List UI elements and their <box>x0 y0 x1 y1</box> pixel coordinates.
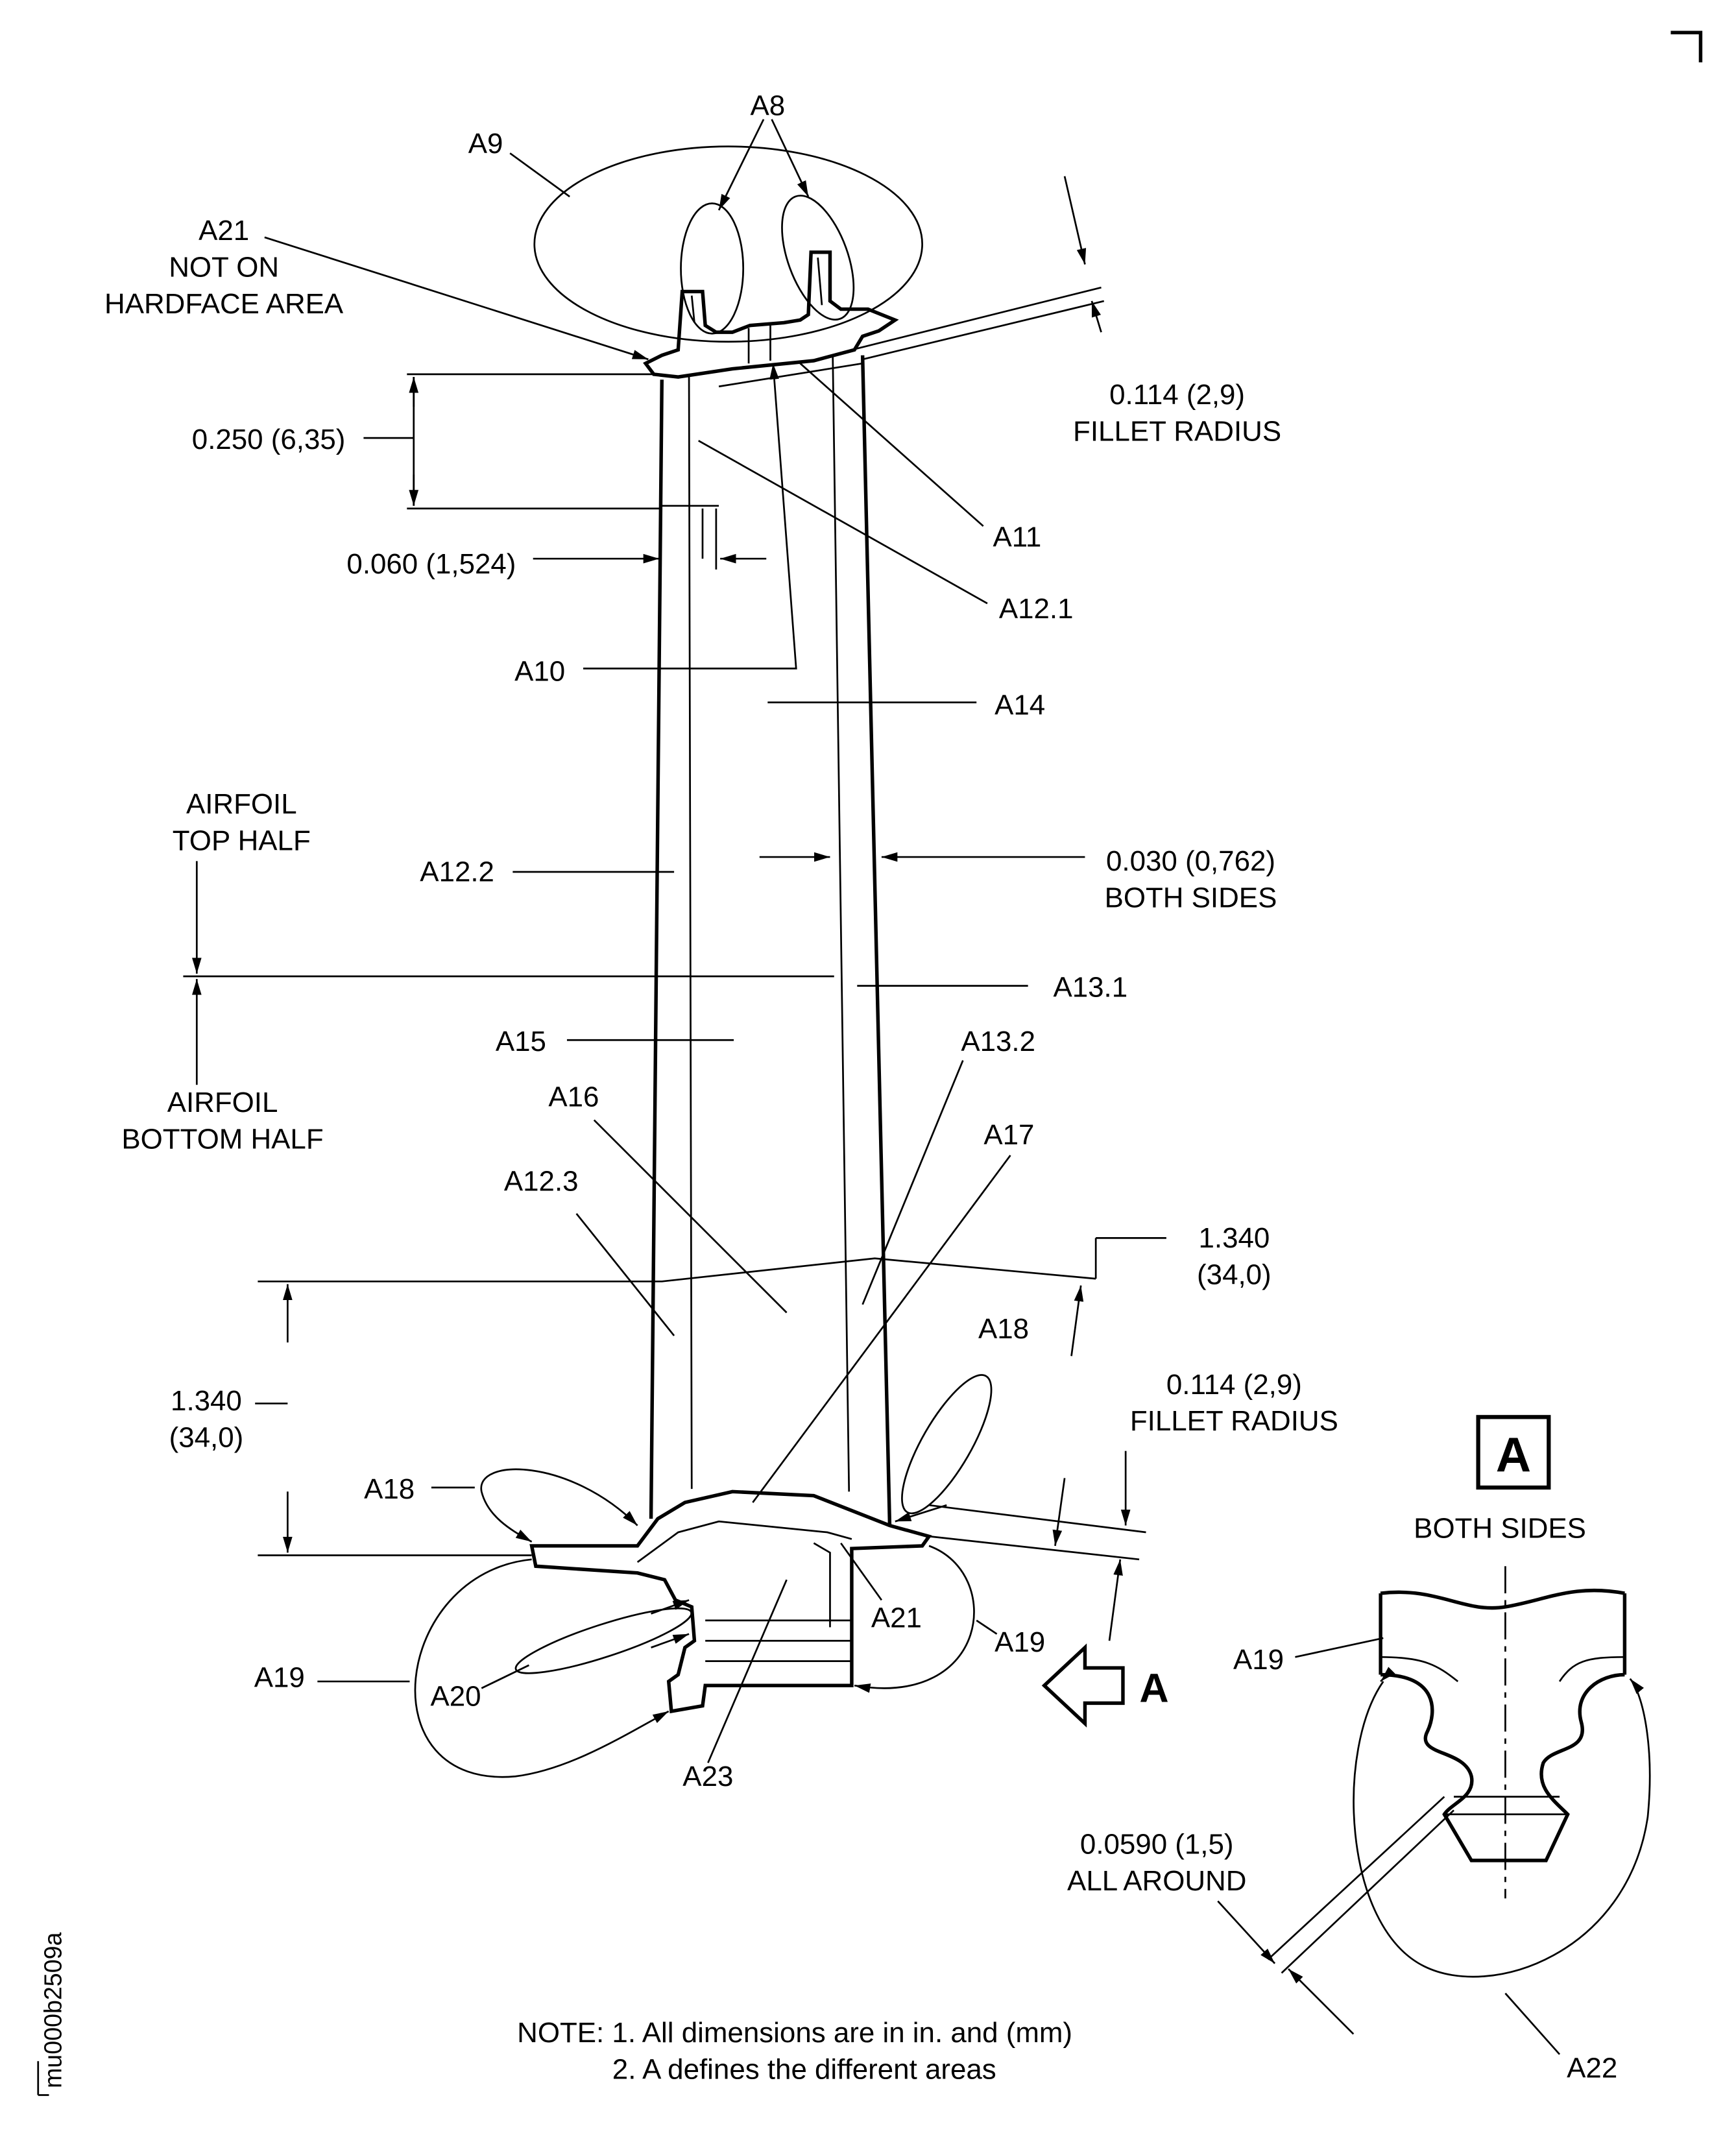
label-a13-2: A13.2 <box>961 1026 1035 1057</box>
label-a18-right: A18 <box>978 1313 1029 1345</box>
dim-1340-right: 1.340 <box>1198 1222 1270 1254</box>
figure-id: mu000b2509a <box>39 1932 66 2088</box>
label-a21-top-2: NOT ON <box>169 251 279 283</box>
dim-0030: 0.030 (0,762) <box>1106 845 1275 877</box>
label-a12-1: A12.1 <box>999 593 1074 625</box>
label-a19-left: A19 <box>254 1661 305 1693</box>
label-a12-2: A12.2 <box>420 856 494 888</box>
dim-0060: 0.060 (1,524) <box>346 548 516 580</box>
note-2: 2. A defines the different areas <box>612 2053 996 2085</box>
labels: A8 A9 A21 NOT ON HARDFACE AREA 0.114 (2,… <box>37 90 1617 2096</box>
label-a21-bottom: A21 <box>871 1602 922 1633</box>
dim-1340-right-2: (34,0) <box>1197 1259 1272 1290</box>
blade-outline <box>529 250 932 1714</box>
label-a16: A16 <box>548 1081 599 1113</box>
label-a22: A22 <box>1567 2052 1617 2084</box>
label-a14: A14 <box>995 690 1045 721</box>
view-a-box-label: A <box>1496 1427 1531 1482</box>
dim-0114-top-2: FILLET RADIUS <box>1073 415 1281 447</box>
dim-0590: 0.0590 (1,5) <box>1080 1828 1234 1860</box>
label-a17: A17 <box>983 1119 1034 1151</box>
label-a18-left: A18 <box>364 1473 415 1505</box>
label-a19-view: A19 <box>1233 1644 1284 1676</box>
view-a-arrow <box>1041 1643 1125 1728</box>
dim-0114-bottom: 0.114 (2,9) <box>1166 1369 1302 1401</box>
label-a19-right: A19 <box>995 1626 1045 1658</box>
label-a13-1: A13.1 <box>1053 971 1127 1003</box>
dim-0114-bottom-2: FILLET RADIUS <box>1130 1405 1338 1437</box>
dim-0250: 0.250 (6,35) <box>192 424 346 455</box>
label-a12-3: A12.3 <box>504 1165 579 1197</box>
dim-0114-top: 0.114 (2,9) <box>1109 379 1245 411</box>
label-a21-top-3: HARDFACE AREA <box>104 288 344 320</box>
both-sides-label: BOTH SIDES <box>1414 1512 1586 1544</box>
leader-lines <box>183 119 1166 1778</box>
label-a11: A11 <box>993 521 1042 553</box>
corner-mark <box>1670 30 1703 63</box>
label-a8: A8 <box>750 90 785 122</box>
label-a20: A20 <box>431 1681 481 1713</box>
figure-id-mark <box>37 2061 49 2096</box>
airfoil-top-half-2: TOP HALF <box>173 825 311 857</box>
note-1: NOTE: 1. All dimensions are in in. and (… <box>517 2017 1072 2049</box>
airfoil-bottom-half: AIRFOIL <box>167 1087 278 1118</box>
airfoil-top-half: AIRFOIL <box>186 788 297 820</box>
label-a10: A10 <box>514 655 565 687</box>
label-a9: A9 <box>468 128 503 160</box>
label-a23: A23 <box>682 1761 733 1792</box>
dim-1340-left: 1.340 <box>171 1385 242 1417</box>
dim-0030-2: BOTH SIDES <box>1105 882 1277 913</box>
label-a15: A15 <box>496 1026 546 1057</box>
label-a21-top: A21 <box>199 215 249 247</box>
airfoil-bottom-half-2: BOTTOM HALF <box>121 1123 323 1155</box>
view-arrow-label: A <box>1139 1665 1168 1711</box>
detail-view-a <box>1217 1566 1651 2055</box>
dim-1340-left-2: (34,0) <box>169 1421 244 1453</box>
view-a-box <box>1476 1415 1551 1490</box>
dim-0590-2: ALL AROUND <box>1067 1865 1246 1897</box>
